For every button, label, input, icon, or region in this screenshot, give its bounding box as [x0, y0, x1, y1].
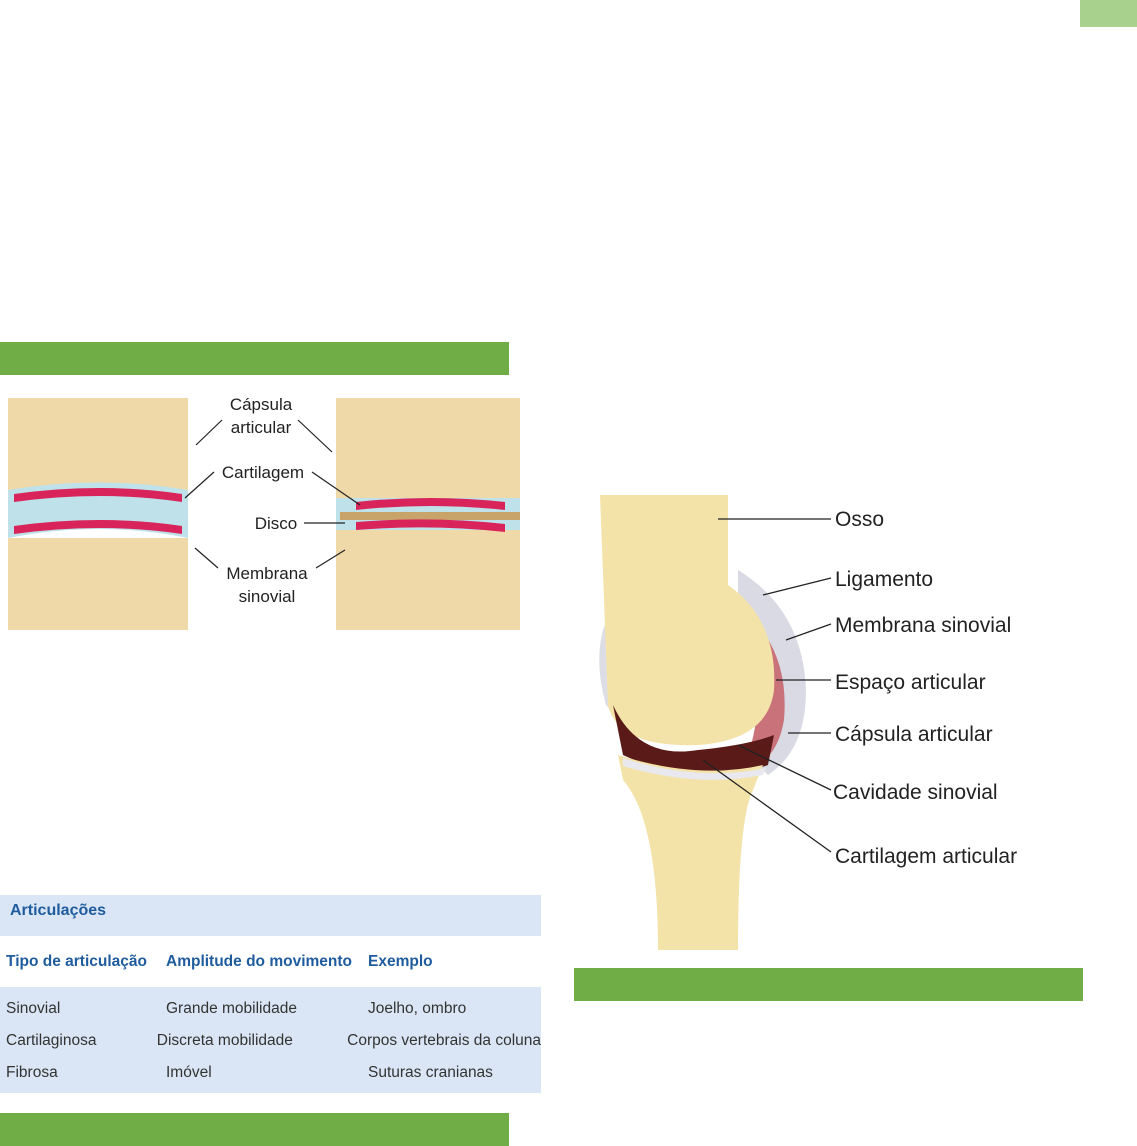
- cell: Imóvel: [166, 1064, 212, 1081]
- header-type: Tipo de articulação: [6, 952, 147, 970]
- caption-bar-2: [574, 968, 1083, 1001]
- table-row: Cartilaginosa Discreta mobilidade Corpos…: [0, 1025, 541, 1057]
- table-header: Tipo de articulação Amplitude do movimen…: [0, 936, 541, 987]
- label-sinovial: sinovial: [239, 587, 296, 606]
- table-row: Sinovial Grande mobilidade Joelho, ombro: [0, 993, 541, 1025]
- label-capsula-articular: Cápsula articular: [835, 723, 993, 746]
- cell: Corpos vertebrais da coluna: [347, 1032, 541, 1049]
- label-cavidade-sinovial: Cavidade sinovial: [833, 781, 998, 804]
- caption-bar-3: [0, 1113, 509, 1146]
- caption-bar-1: [0, 342, 509, 375]
- label-osso: Osso: [835, 508, 884, 531]
- label-cartilagem: Cartilagem: [222, 463, 304, 482]
- label-capsula: Cápsula: [230, 395, 293, 414]
- bone-bottom-left: [8, 538, 188, 630]
- synovial-cartilaginous-joint-figure: Cápsula articular Cartilagem Disco Membr…: [8, 395, 520, 630]
- lower-bone: [618, 755, 763, 950]
- articulations-table: Articulações Tipo de articulação Amplitu…: [0, 895, 541, 1093]
- cell: Grande mobilidade: [166, 1000, 297, 1017]
- cell: Fibrosa: [6, 1064, 58, 1081]
- cell: Joelho, ombro: [368, 1000, 467, 1017]
- header-example: Exemplo: [368, 952, 433, 970]
- cell: Suturas cranianas: [368, 1064, 493, 1081]
- bone-top-left: [8, 398, 188, 490]
- label-articular: articular: [231, 418, 292, 437]
- disc: [340, 512, 520, 520]
- synovial-cavity: [613, 705, 774, 776]
- corner-tab: [1080, 0, 1137, 27]
- label-cartilagem-articular: Cartilagem articular: [835, 845, 1017, 868]
- bone-top-right: [336, 398, 520, 498]
- label-espaco-articular: Espaço articular: [835, 671, 986, 694]
- upper-bone: [600, 495, 775, 746]
- cell: Discreta mobilidade: [156, 1032, 293, 1049]
- synovial-joint-figure: Osso Ligamento Membrana sinovial Espaço …: [599, 495, 1017, 950]
- cell: Sinovial: [6, 1000, 61, 1017]
- label-ligamento: Ligamento: [835, 568, 933, 591]
- header-range: Amplitude do movimento: [166, 952, 352, 970]
- table-title: Articulações: [0, 895, 541, 936]
- label-disco: Disco: [255, 514, 298, 533]
- bone-bottom-right: [336, 530, 520, 630]
- label-membrana-sinovial: Membrana sinovial: [835, 614, 1011, 637]
- cell: Cartilaginosa: [6, 1032, 97, 1049]
- table-row: Fibrosa Imóvel Suturas cranianas: [0, 1057, 541, 1089]
- label-membrana: Membrana: [226, 564, 308, 583]
